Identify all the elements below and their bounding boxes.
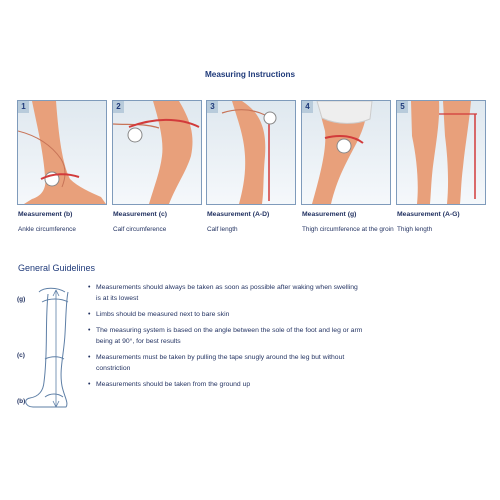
step-description: Calf circumference [113, 226, 167, 233]
bullet-icon: • [88, 284, 91, 291]
thigh-illustration [312, 101, 373, 204]
guideline-text: Measurements must be taken by pulling th… [96, 354, 345, 372]
guideline-item: • Measurements must be taken by pulling … [88, 352, 363, 374]
measurement-label-b: (b) [17, 398, 26, 405]
calf-measurement-photo: 2 [112, 100, 202, 205]
page-title: Measuring Instructions [204, 70, 296, 79]
step-number: 1 [18, 101, 29, 113]
guideline-text: Measurements should always be taken as s… [96, 284, 358, 302]
guideline-item: • Measurements should always be taken as… [88, 282, 363, 304]
measurement-label-c: (c) [17, 352, 25, 359]
guideline-item: • Limbs should be measured next to bare … [88, 309, 363, 320]
guideline-list: • Measurements should always be taken as… [88, 282, 363, 393]
bullet-icon: • [88, 311, 91, 318]
guideline-text: Measurements should be taken from the gr… [96, 381, 251, 388]
step-title: Measurement (b) [18, 211, 73, 218]
step-title: Measurement (g) [302, 211, 357, 218]
thigh-length-illustration [411, 101, 477, 204]
calf-leg-illustration [113, 101, 200, 204]
guideline-item: • The measuring system is based on the a… [88, 325, 363, 347]
ankle-measurement-photo: 1 [17, 100, 107, 205]
ankle-leg-illustration [18, 101, 106, 204]
bullet-icon: • [88, 354, 91, 361]
step-title: Measurement (A-G) [397, 211, 460, 218]
guideline-text: Limbs should be measured next to bare sk… [96, 311, 230, 318]
measurement-label-g: (g) [17, 296, 26, 303]
step-description: Calf length [207, 226, 238, 233]
general-guidelines-title: General Guidelines [18, 263, 96, 273]
step-description: Ankle circumference [18, 226, 76, 233]
thigh-measurement-photo: 4 [301, 100, 391, 205]
guideline-text: The measuring system is based on the ang… [96, 327, 363, 345]
guideline-item: • Measurements should be taken from the … [88, 379, 363, 390]
step-number: 5 [397, 101, 408, 113]
calf-length-photo: 3 [206, 100, 296, 205]
leg-outline-icon [25, 287, 69, 408]
thigh-length-photo: 5 [396, 100, 486, 205]
leg-measurement-diagram: (g) (c) (b) [14, 279, 86, 411]
bullet-icon: • [88, 381, 91, 388]
step-number: 3 [207, 101, 218, 113]
step-number: 2 [113, 101, 124, 113]
step-title: Measurement (c) [113, 211, 168, 218]
step-description: Thigh length [397, 226, 433, 233]
measurement-steps: 1 Measurement (b) Ankle circumference 2 … [17, 100, 487, 250]
step-title: Measurement (A-D) [207, 211, 270, 218]
bullet-icon: • [88, 327, 91, 334]
calf-length-illustration [221, 101, 277, 204]
step-number: 4 [302, 101, 313, 113]
step-description: Thigh circumference at the groin [302, 226, 394, 233]
